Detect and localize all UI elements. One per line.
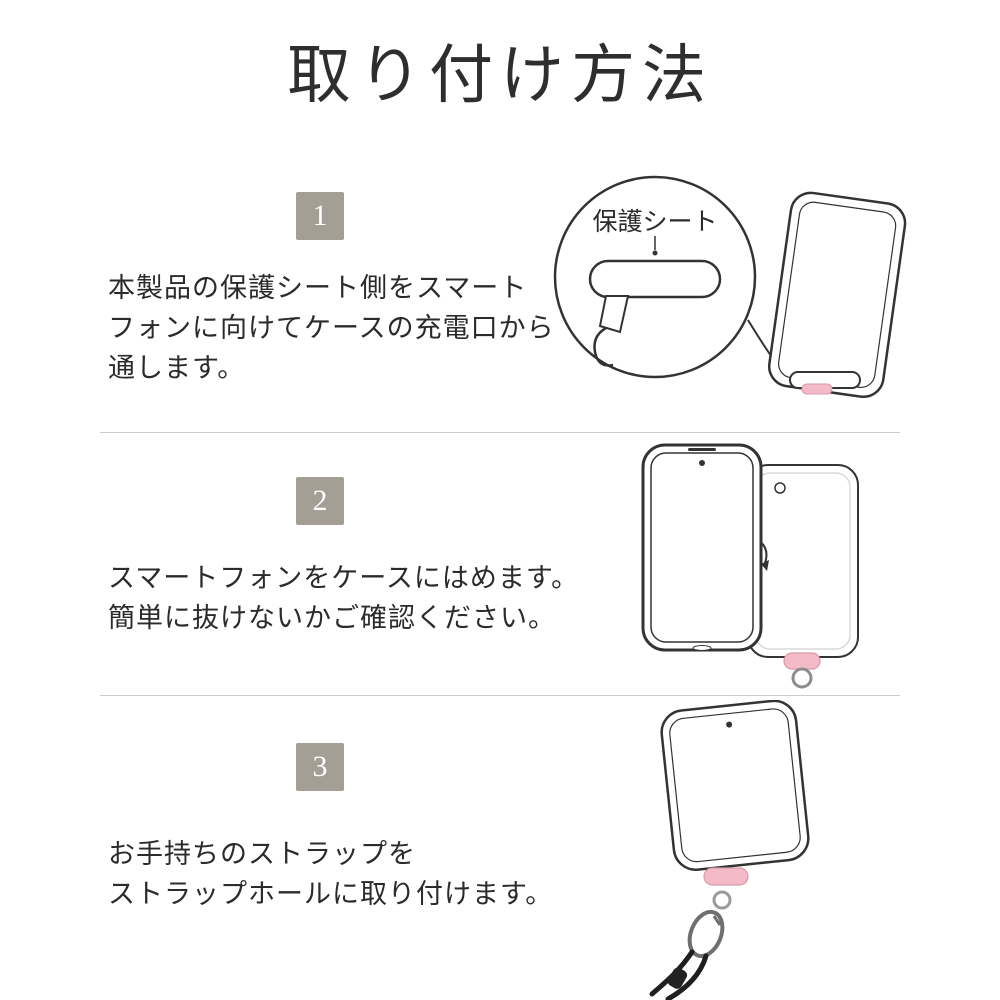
strap-connector <box>598 295 630 334</box>
step-1-text-line-1: 本製品の保護シート側をスマート <box>108 273 528 303</box>
step-1-text: 本製品の保護シート側をスマート フォンに向けてケースの充電口から 通します。 <box>108 268 568 388</box>
strap-ring <box>712 890 732 910</box>
cased-phone-illustration <box>660 699 810 871</box>
charging-port <box>692 645 712 651</box>
step-1-drawing: 保護シート <box>553 175 907 399</box>
step-3-number-badge: 3 <box>296 743 344 791</box>
front-camera-dot <box>726 721 733 728</box>
step-2-text: スマートフォンをケースにはめます。 簡単に抜けないかご確認ください。 <box>108 558 588 638</box>
step-1-text-line-2: フォンに向けてケースの充電口から <box>108 313 555 343</box>
strap-ring <box>791 667 813 689</box>
strap-cord-2 <box>665 953 709 1000</box>
case-outline <box>747 464 859 658</box>
carabiner-gate <box>712 915 722 926</box>
step-3-illustration <box>610 699 870 1000</box>
case-behind-illustration <box>747 464 859 658</box>
page-title: 取り付け方法 <box>287 40 713 111</box>
step-2-text-line-2: 簡単に抜けないかご確認ください。 <box>108 603 556 633</box>
step-2-drawing <box>641 443 859 689</box>
pink-tab <box>703 867 749 886</box>
step-1-text-line-3: 通します。 <box>108 353 246 383</box>
phone-case-illustration <box>767 191 907 399</box>
callout-label: 保護シート <box>592 208 717 236</box>
step-2-text-line-1: スマートフォンをケースにはめます。 <box>108 563 580 593</box>
front-camera-dot <box>699 460 705 466</box>
step-3-text: お手持ちのストラップを ストラップホールに取り付けます。 <box>108 834 588 914</box>
step-2-number-badge: 2 <box>296 477 344 525</box>
step-3-text-line-2: ストラップホールに取り付けます。 <box>108 879 554 909</box>
strap-hook <box>593 326 614 367</box>
phone-screen <box>650 452 754 643</box>
step-3-text-line-1: お手持ちのストラップを <box>108 839 416 869</box>
pink-tab <box>783 652 821 670</box>
protective-sheet <box>588 259 722 299</box>
phone-screen <box>669 708 801 863</box>
strap-adjuster-bead <box>667 967 688 989</box>
case-camera-hole <box>774 482 786 494</box>
step-3-drawing <box>649 699 810 1000</box>
section-divider-1 <box>100 432 900 433</box>
phone-outline <box>660 699 810 871</box>
section-divider-2 <box>100 695 900 696</box>
inserted-pink-tab <box>801 383 833 395</box>
insert-arrow-head <box>761 560 769 571</box>
step-1-number-badge: 1 <box>296 192 344 240</box>
callout-pointer-dot <box>652 250 658 256</box>
step-2-illustration <box>628 440 908 695</box>
smartphone-illustration <box>641 443 763 652</box>
speaker-slit <box>688 448 716 451</box>
step-1-illustration: 保護シート <box>540 162 970 430</box>
carabiner <box>687 909 725 959</box>
